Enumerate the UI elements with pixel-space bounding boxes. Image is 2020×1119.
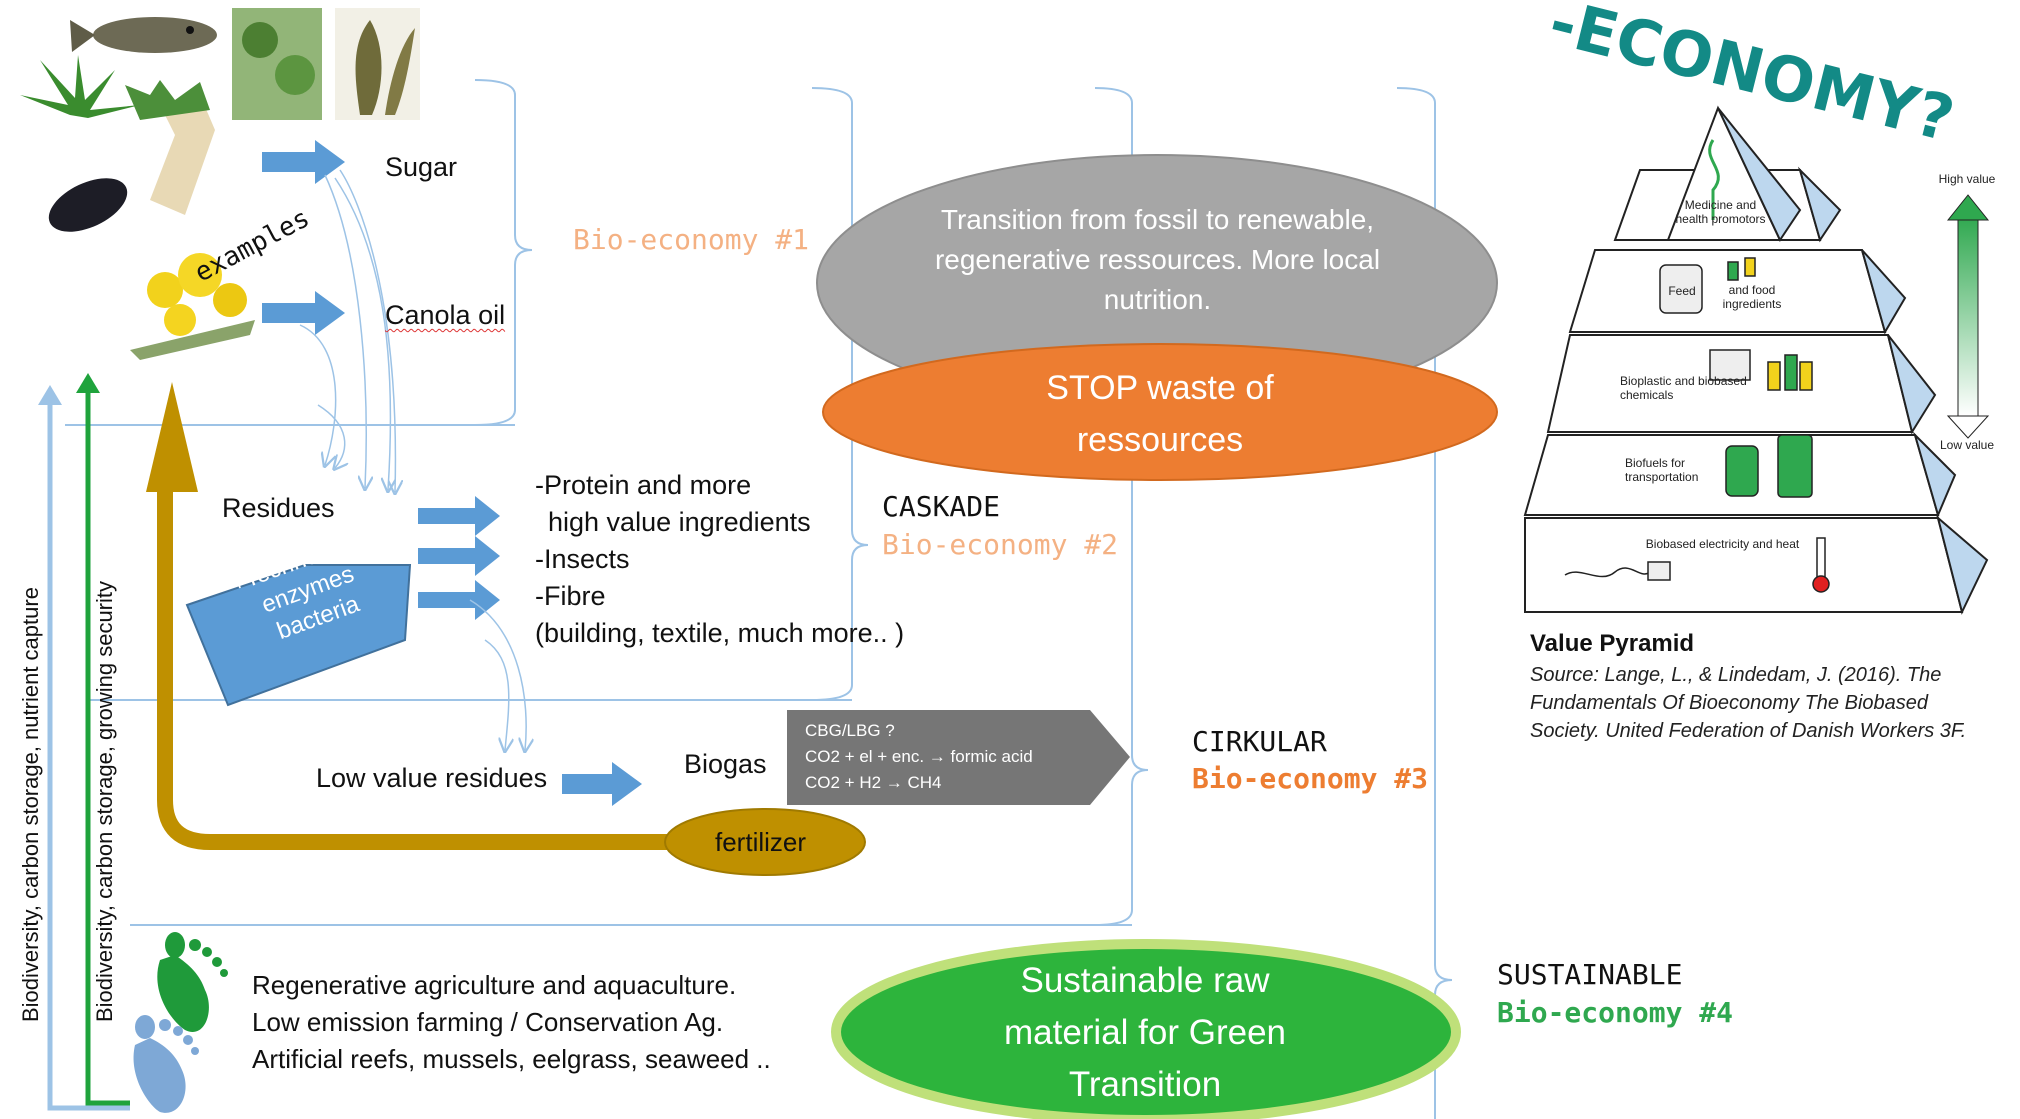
stop-text: STOP waste of ressources [1046,369,1274,459]
left-blue-arrow [38,385,130,1111]
residue-arrow-3 [418,580,500,620]
photo-seaweed [335,8,420,120]
value-gradient-arrow [1946,194,1990,439]
fertilizer-ellipse [664,808,866,876]
pyramid-level-bioplastic: Bioplastic and biobased chemicals [1620,374,1747,402]
stage-4-label: Bio-economy #4 [1497,996,1734,1029]
pyramid-icons [1564,139,1830,593]
biogas-label: Biogas [684,749,767,779]
photo-fish [70,17,217,53]
residue-arrow-2 [418,536,500,576]
pyramid-level-food: and food ingredients [1722,283,1782,311]
pyramid-caption-title: Value Pyramid [1530,630,1695,657]
pyramid-source-3: Society. United Federation of Danish Wor… [1530,720,1967,742]
canola-label: Canola oil [385,300,506,330]
bracket-3 [1094,87,1149,926]
biogas-box-text: CBG/LBG ? CO2 + el + enc. → formic acid … [805,721,1033,792]
pyramid-low-value: Low value [1939,438,1995,452]
stop-ellipse [822,343,1498,481]
photo-canola [130,253,255,360]
footprint-blue-icon [133,1015,199,1113]
technology-box [185,564,412,707]
stage-2-label: Bio-economy #2 [882,528,1119,561]
fossil-text: Transition from fossil to renewable, reg… [934,204,1381,315]
sustainable-text: Sustainable raw material for Green Trans… [1003,961,1287,1104]
canola-arrow [262,291,345,335]
vertical-label-blue: Biodiversity, carbon storage, nutrient c… [18,587,43,1022]
left-green-arrow [76,373,130,1106]
biogas-arrow [562,762,642,806]
value-pyramid [1523,105,1989,615]
sugar-label: Sugar [385,152,458,182]
product-high-value: high value ingredients [548,507,811,537]
residues-label: Residues [222,493,335,523]
footprint-green-icon [157,932,228,1032]
pyramid-source-2: Fundamentals Of Bioeconomy The Biobased [1530,692,1928,714]
regenerative-line-2: Low emission farming / Conservation Ag. [252,1007,724,1037]
bracket-1 [474,79,533,426]
regenerative-line-1: Regenerative agriculture and aquaculture… [252,970,737,1000]
biogas-box [787,710,1130,805]
bracket-4 [1396,87,1453,1119]
bracket-2 [811,87,869,701]
product-protein: -Protein and more [535,470,752,500]
sustainable-ellipse [831,939,1461,1119]
product-building: (building, textile, much more.. ) [535,618,905,648]
photo-plant [232,8,322,120]
residue-arrow-1 [418,496,500,536]
pyramid-high-value: High value [1938,172,1996,186]
stage-4-heading: SUSTAINABLE [1497,958,1683,991]
pyramid-source-1: Source: Lange, L., & Lindedam, J. (2016)… [1530,664,1942,686]
pyramid-level-electricity: Biobased electricity and heat [1645,537,1800,551]
product-fibre: -Fibre [535,581,606,611]
gold-return-arrow [146,382,690,850]
pyramid-level-biofuels: Biofuels for transportation [1625,456,1699,484]
vertical-label-green: Biodiversity, carbon storage, growing se… [92,580,117,1022]
product-insects: -Insects [535,544,630,574]
sugar-arrow [262,140,345,184]
photo-sugar-beet [125,80,215,215]
pyramid-level-medicine: Medicine and health promotors [1675,198,1766,226]
photo-hemp-leaf [20,55,140,118]
thin-flow-arrows [299,169,526,750]
pyramid-level-feed: Feed [1668,284,1696,298]
stage-1-label: Bio-economy #1 [573,223,810,256]
photo-mussel [48,178,128,232]
stage-2-heading: CASKADE [882,490,1001,523]
stage-3-heading: CIRKULAR [1192,725,1327,758]
low-value-residues-label: Low value residues [316,763,548,793]
regenerative-line-3: Artificial reefs, mussels, eelgrass, sea… [252,1044,771,1074]
stage-3-label: Bio-economy #3 [1192,762,1429,795]
fertilizer-label: fertilizer [715,827,807,857]
